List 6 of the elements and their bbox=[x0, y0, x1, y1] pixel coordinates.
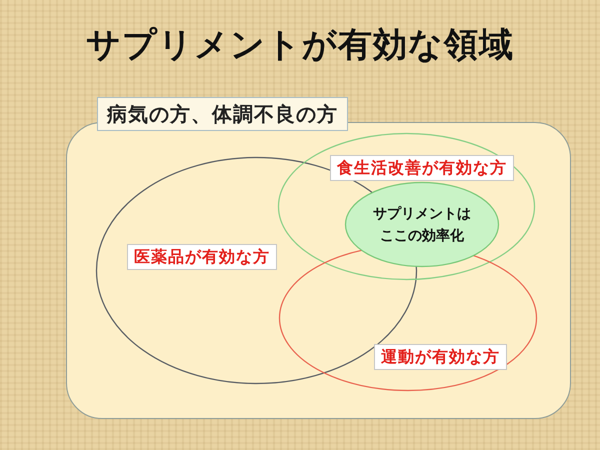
title: サプリメントが有効な領域 bbox=[86, 24, 514, 67]
panel-heading: 病気の方、体調不良の方 bbox=[97, 97, 348, 131]
ellipse-label: 医薬品が有効な方 bbox=[127, 244, 277, 270]
ellipse-text: サプリメントはここの効率化 bbox=[372, 204, 472, 246]
ellipse-label: 運動が有効な方 bbox=[374, 344, 507, 370]
ellipse-label: 食生活改善が有効な方 bbox=[330, 155, 514, 181]
